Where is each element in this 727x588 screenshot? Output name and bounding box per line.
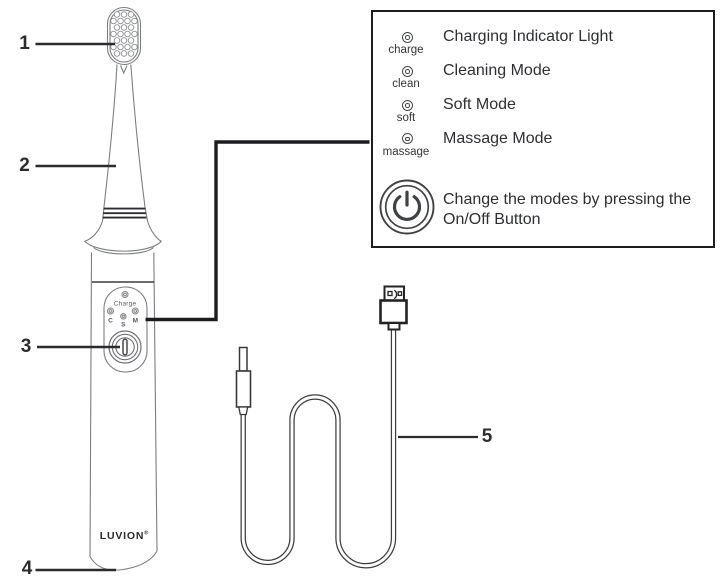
brush-head xyxy=(106,6,142,66)
registered-mark: ® xyxy=(144,530,149,536)
collar-rings xyxy=(102,206,148,221)
device-mode-c-led-icon xyxy=(107,307,114,315)
brand-logo: LUVION® xyxy=(100,530,149,542)
charge-led-label: charge xyxy=(388,44,424,56)
handle-body xyxy=(89,252,158,571)
soft-led-label: soft xyxy=(396,112,416,124)
legend-text-charge: Charging Indicator Light xyxy=(443,28,613,45)
device-leds xyxy=(107,291,139,320)
callout-number-3: 3 xyxy=(20,336,32,357)
soft-led-icon xyxy=(402,99,413,111)
power-note: Change the modes by pressing the On/Off … xyxy=(443,190,691,231)
callout-number-1: 1 xyxy=(19,33,30,54)
device-mode-m-led-icon xyxy=(131,307,139,315)
power-note-line1: Change the modes by pressing the xyxy=(443,190,692,208)
callout-lines xyxy=(35,42,478,572)
toothbrush-illustration xyxy=(84,6,162,571)
power-note-line2: On/Off Button xyxy=(443,211,541,228)
usb-connector-icon xyxy=(379,285,408,331)
body-shoulder xyxy=(84,220,162,255)
callout-number-2: 2 xyxy=(19,155,30,176)
device-charge-label: Charge xyxy=(113,300,137,307)
clean-led-label: clean xyxy=(392,78,420,90)
callout-number-5: 5 xyxy=(481,426,493,447)
bristles xyxy=(110,11,138,57)
callout-number-4: 4 xyxy=(21,558,33,579)
brush-neck xyxy=(103,64,146,208)
legend-text-clean: Cleaning Mode xyxy=(443,62,551,79)
control-panel-outline xyxy=(103,286,148,373)
legend-box: charge Charging Indicator Light clean Cl… xyxy=(371,10,715,248)
power-button-icon xyxy=(379,179,435,235)
device-mode-s-label: S xyxy=(121,321,126,328)
device-charge-led-icon xyxy=(121,291,129,298)
massage-led-label: massage xyxy=(382,145,430,158)
dc-plug-icon xyxy=(235,346,252,416)
brand-text: LUVION xyxy=(99,529,145,542)
device-mode-s-led-icon xyxy=(120,313,127,320)
legend-text-soft: Soft Mode xyxy=(443,96,516,113)
massage-led-icon xyxy=(402,133,413,145)
device-mode-m-label: M xyxy=(132,317,139,324)
clean-led-icon xyxy=(402,65,413,77)
panel-to-legend-connector-line xyxy=(145,140,370,322)
charging-cable xyxy=(235,285,408,569)
device-mode-c-label: C xyxy=(108,317,113,324)
charge-led-icon xyxy=(402,31,413,43)
legend-text-massage: Massage Mode xyxy=(443,129,553,147)
